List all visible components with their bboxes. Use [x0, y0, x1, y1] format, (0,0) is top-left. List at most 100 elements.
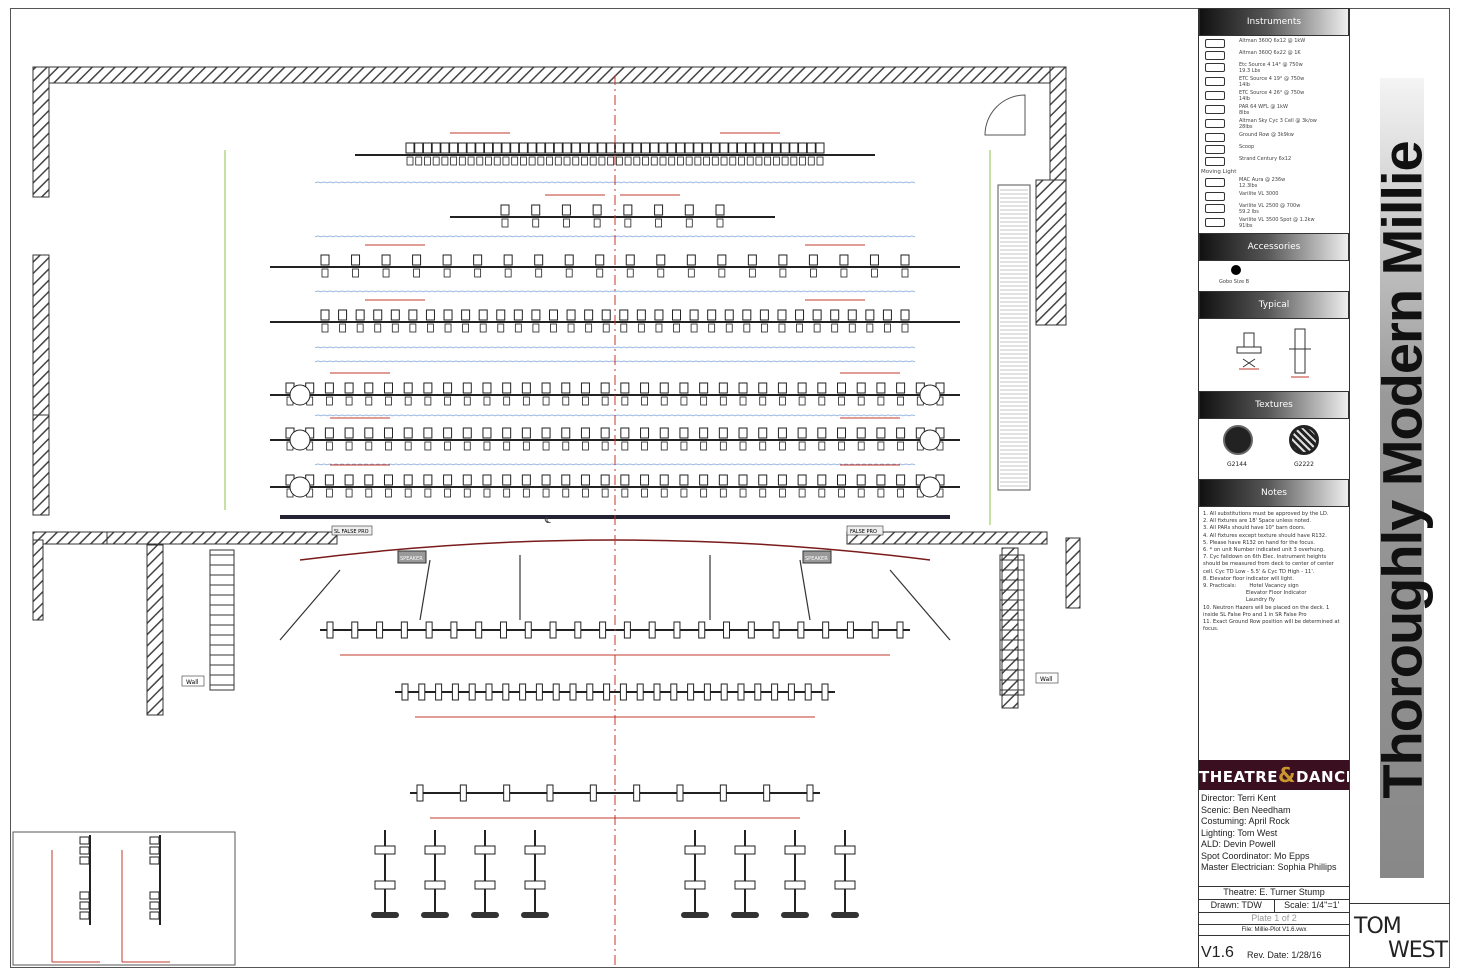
credit-line: Lighting: Tom West [1201, 827, 1278, 838]
fixture [537, 156, 545, 166]
fixture [149, 836, 160, 845]
fixture [659, 474, 669, 486]
fixture [403, 474, 413, 486]
fixture [857, 396, 865, 406]
boom-base [781, 912, 809, 918]
speaker-left [397, 550, 427, 564]
fixture [723, 621, 731, 639]
sr-false-pro-tag [846, 525, 884, 536]
fixture [474, 845, 496, 855]
speaker-right-label: SPEAKER [805, 556, 828, 562]
booms-inset [12, 831, 236, 966]
fixture [715, 204, 725, 216]
fixture [856, 382, 866, 394]
fixture [321, 323, 329, 333]
fixture [466, 142, 476, 154]
fixture [443, 382, 453, 394]
fixture [541, 474, 551, 486]
fixture [502, 382, 512, 394]
fixture [424, 156, 431, 166]
wall-segment [32, 414, 50, 516]
fixture [772, 621, 780, 639]
legend-item-label: Varilite VL 2500 @ 700w 59.2 lbs [1239, 203, 1301, 215]
legend-item: Altman Sky Cyc 3 Cell @ 3k/ow 28lbs [1203, 118, 1349, 130]
file-name: File: Millie-Plot V1.6.vwx [1199, 924, 1349, 935]
accessories-header: Accessories [1199, 233, 1349, 261]
fixture [550, 323, 557, 333]
cyc-light [919, 476, 941, 498]
fixture [601, 488, 609, 498]
fixture [779, 441, 786, 451]
theatre-name: Theatre: E. Turner Stump [1199, 886, 1349, 899]
fixture [79, 911, 90, 920]
fixture [580, 474, 590, 486]
fixture [737, 683, 745, 701]
notes-list: 1. All substitutions must be approved by… [1199, 507, 1349, 637]
fixture [582, 488, 589, 498]
fixture [422, 142, 432, 154]
fixture [571, 142, 581, 154]
fixture [535, 268, 543, 278]
fixture [877, 396, 885, 406]
fixture [901, 323, 909, 333]
fixture [839, 254, 849, 266]
fixture-icon [1203, 38, 1239, 48]
fixture [700, 488, 708, 498]
fixture [614, 142, 624, 154]
fixture [424, 880, 446, 890]
legend-item: Varilite VL 2500 @ 700w 59.2 lbs [1203, 203, 1349, 215]
fixture [719, 784, 727, 802]
fixture [325, 488, 333, 498]
fixture [708, 323, 716, 333]
fixture [450, 621, 458, 639]
fixture [900, 309, 910, 321]
fixture [759, 488, 767, 498]
fixture [606, 142, 616, 154]
fixture [779, 268, 787, 278]
sr-false-pro-label: FALSE PRO [850, 529, 877, 535]
boom-base [471, 912, 499, 918]
notes-header: Notes [1199, 479, 1349, 507]
fixture [600, 427, 610, 439]
fixture [680, 396, 688, 406]
fixture [896, 621, 904, 639]
fixture [345, 488, 353, 498]
fixture [813, 323, 821, 333]
fixture [581, 156, 588, 166]
fixture [716, 218, 724, 228]
fixture [586, 683, 594, 701]
designer-logo: TOM WEST [1350, 903, 1450, 969]
fixture [405, 142, 415, 154]
fixture [493, 156, 501, 166]
fixture [856, 427, 866, 439]
fixture [734, 880, 756, 890]
fixture [418, 683, 426, 701]
wall-segment [846, 531, 1048, 545]
fixture [444, 488, 451, 498]
fixture [596, 268, 604, 278]
fixture [483, 396, 491, 406]
fixture [626, 268, 634, 278]
moving-light-icon [1203, 191, 1239, 201]
fixture [527, 142, 537, 154]
fixture [442, 254, 452, 266]
fixture [699, 382, 709, 394]
fixture [483, 488, 491, 498]
fixture [901, 268, 909, 278]
fixture [385, 441, 392, 451]
fixture [648, 621, 656, 639]
fixture [866, 323, 874, 333]
fixture [321, 268, 329, 278]
fixture [463, 396, 471, 406]
fixture [640, 382, 650, 394]
boom-base [831, 912, 859, 918]
fixture [580, 427, 590, 439]
fixture-icon [1203, 76, 1239, 86]
fixture [838, 396, 845, 406]
title-column: Thoroughly Modern Millie [1350, 8, 1450, 903]
show-title: Thoroughly Modern Millie [1370, 141, 1434, 799]
fixture [532, 218, 540, 228]
fixture [777, 309, 787, 321]
fixture [499, 621, 507, 639]
cyc-light [289, 429, 311, 451]
